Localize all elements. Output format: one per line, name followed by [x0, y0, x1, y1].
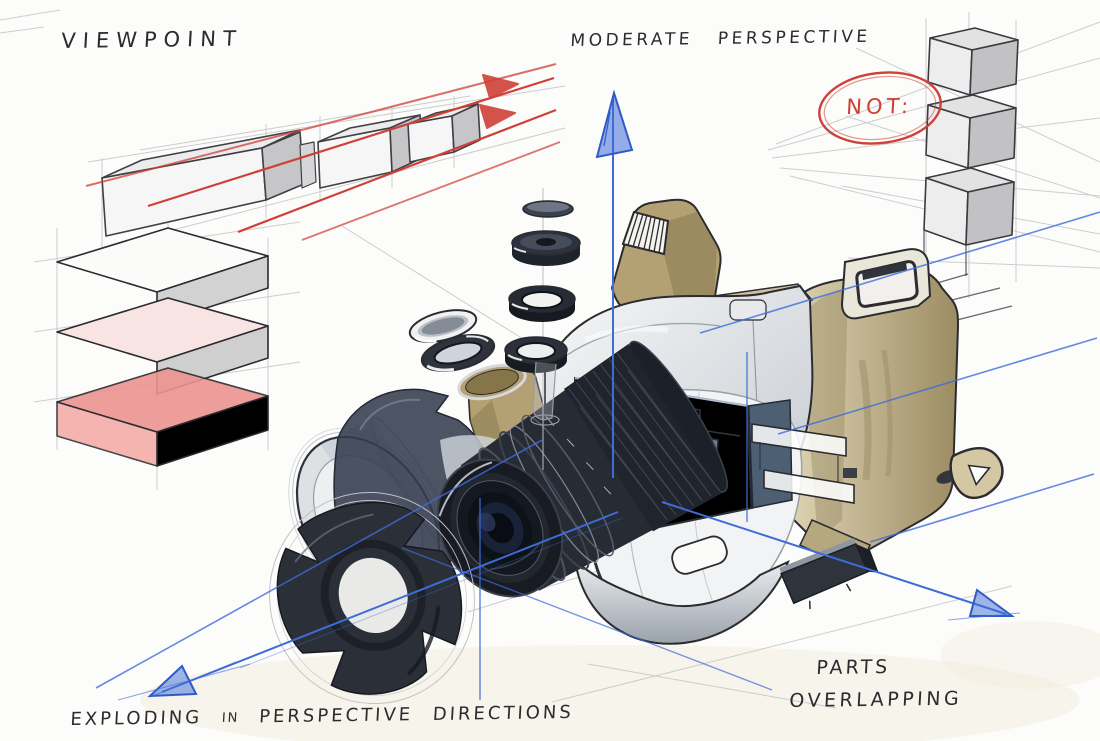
exploding-word-3: PERSPECTIVE DIRECTIONS	[258, 701, 575, 728]
dial-ring-2	[504, 336, 568, 373]
strap-lug-part	[949, 447, 1004, 500]
battery-door-part	[779, 538, 879, 610]
lens-front-element	[436, 458, 564, 598]
exploding-word-1: EXPLODING	[69, 707, 203, 731]
dial-ring-1	[508, 285, 576, 322]
flash-lens-grid	[621, 210, 670, 256]
red-perspective-arrows	[85, 63, 561, 241]
stacked-slabs-sketch	[56, 227, 269, 467]
camera-exploded-sketch	[269, 188, 1004, 705]
blue-axis-lower-right	[661, 501, 1007, 615]
viewpoint-boxes-sketch	[85, 63, 561, 241]
arrowhead-up-icon	[595, 89, 634, 159]
parts-overlapping-label-line1: PARTS	[815, 655, 891, 680]
lens-hood	[269, 491, 475, 705]
arrowhead-lower-left-icon	[117, 661, 251, 701]
viewfinder-eyepiece	[840, 248, 932, 320]
blue-axis-lower-left	[161, 511, 619, 693]
perspective-direction-arrows	[95, 89, 1100, 701]
parts-overlapping-label-line2: OVERLAPPING	[788, 687, 963, 713]
flash-unit	[610, 198, 742, 347]
lens-barrel	[436, 340, 728, 598]
not-label: NOT:	[845, 94, 913, 120]
dial-disc-small	[522, 200, 574, 218]
moderate-perspective-label: MODERATE PERSPECTIVE	[569, 26, 872, 52]
arrowhead-lower-right-icon	[947, 588, 1021, 621]
chrome-ring-parts	[408, 309, 496, 372]
not-ellipse	[818, 71, 942, 145]
mode-dial-parts	[504, 188, 581, 470]
incorrect-perspective-cubes-sketch	[818, 27, 1019, 276]
viewpoint-label: VIEWPOINT	[60, 26, 244, 54]
dial-disc-large	[511, 230, 581, 266]
film-tray-frames	[751, 423, 857, 504]
exploding-word-2: IN	[221, 710, 240, 726]
